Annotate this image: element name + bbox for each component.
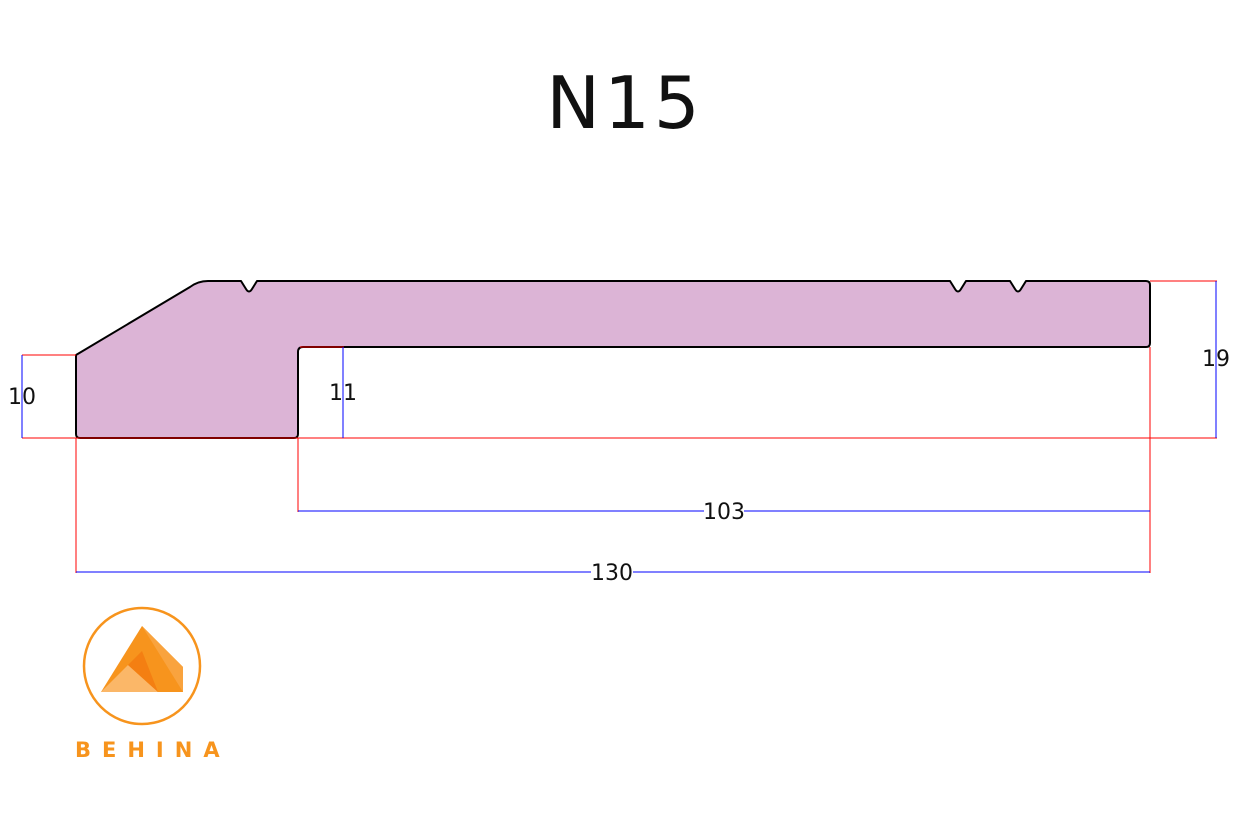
brand-name: BEHINA	[75, 738, 231, 762]
dimension-lines	[21, 281, 1217, 573]
dimension-label-total-width: 130	[591, 561, 633, 586]
dimension-label-inner-height: 11	[329, 381, 357, 406]
dimension-label-inner-width: 103	[703, 500, 745, 525]
dimension-label-left-height: 10	[8, 385, 36, 410]
profile-shape	[75, 280, 1151, 439]
behina-roof-logo-icon	[82, 606, 202, 726]
dimension-label-total-height: 19	[1202, 347, 1230, 372]
drawing-title: N15	[546, 61, 703, 145]
extension-lines	[22, 280, 1217, 573]
